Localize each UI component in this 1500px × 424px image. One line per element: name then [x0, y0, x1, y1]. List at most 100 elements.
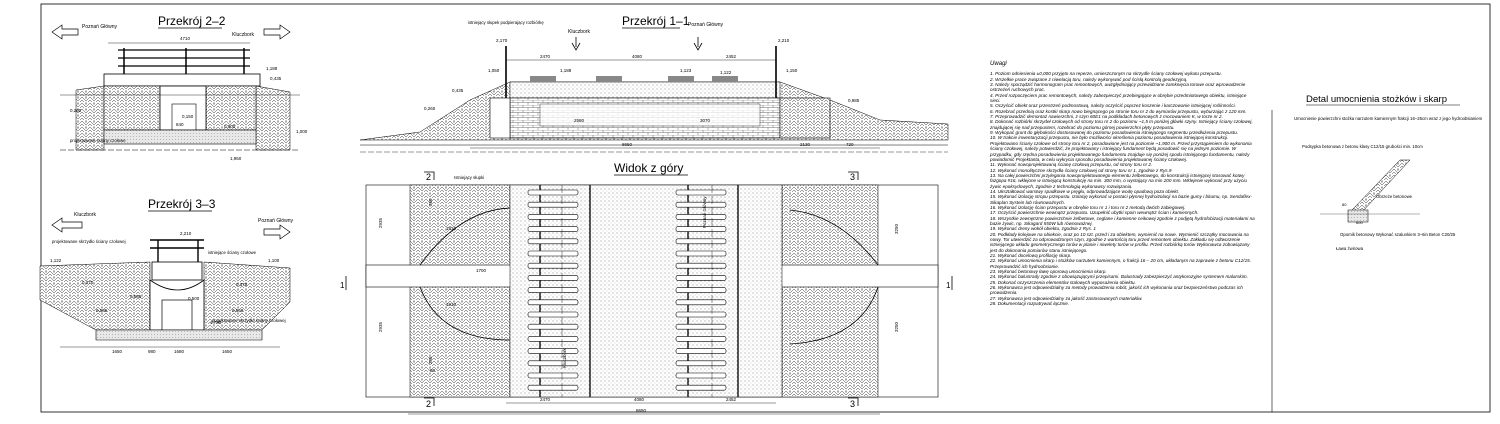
svg-text:0,585: 0,585: [96, 308, 108, 313]
detail-title: Detal umocnienia stożków i skarp: [1306, 94, 1447, 105]
note-item: 14. Ukształtować warstwy spadkowe w pręg…: [990, 188, 1180, 194]
svg-text:2935: 2935: [378, 217, 383, 228]
sleeper: [527, 287, 579, 293]
svg-text:1,188: 1,188: [560, 68, 572, 73]
svg-text:0,435: 0,435: [270, 76, 282, 81]
sleeper: [675, 287, 727, 293]
note-item: 9. Wykopać grunt do głębokości dostosowa…: [990, 130, 1239, 136]
svg-text:1,950: 1,950: [230, 156, 242, 161]
notes-heading: Uwagi: [990, 61, 1007, 67]
section-2-2: Przekrój 2–2 Poznań Główny Kluczbork 471…: [51, 14, 308, 161]
note-item: 27. Wykonawca jest odpowiedzialny za jak…: [990, 295, 1143, 301]
sleeper: [675, 348, 727, 354]
sleeper: [675, 360, 727, 367]
svg-text:3250: 3250: [894, 321, 899, 332]
svg-text:1,100: 1,100: [268, 258, 280, 263]
note-item: 4. Przed rozpoczęciem prac remontowych, …: [990, 92, 1247, 104]
note-item: 11. Wykonać nowoprojektowaną ścianę czoł…: [990, 162, 1153, 168]
sleeper: [675, 275, 727, 281]
svg-text:0,435: 0,435: [452, 88, 464, 93]
s22-right-label: Kluczbork: [232, 32, 254, 38]
section-3-3-title: Przekrój 3–3: [148, 197, 216, 211]
sleeper: [675, 189, 727, 196]
svg-text:720: 720: [846, 142, 854, 147]
svg-text:2470: 2470: [540, 397, 551, 402]
note-item: 28. Dokumentacji rozpatrywać łącznie.: [990, 301, 1070, 307]
svg-text:0,260: 0,260: [70, 108, 82, 113]
s22-note: projektowane ściany czołowe: [70, 138, 126, 143]
direction-arrow-down-icon: [571, 37, 581, 51]
note-item: 3. Należy sporządzić harmonogram prac re…: [990, 82, 1246, 93]
svg-text:0,985: 0,985: [848, 98, 860, 103]
svg-text:1,050: 1,050: [488, 68, 500, 73]
svg-text:2,170: 2,170: [496, 38, 508, 43]
svg-text:3: 3: [850, 399, 855, 409]
svg-text:2,210: 2,210: [778, 38, 790, 43]
svg-text:1650: 1650: [222, 349, 233, 354]
sleeper: [527, 384, 579, 391]
svg-text:980: 980: [148, 349, 156, 354]
svg-text:1650: 1650: [112, 349, 123, 354]
sleeper: [527, 311, 579, 318]
section-1-1-title: Przekrój 1–1: [622, 14, 690, 28]
svg-text:2470: 2470: [540, 54, 551, 59]
sleeper: [527, 348, 579, 354]
sleeper: [675, 226, 727, 232]
svg-text:0,900: 0,900: [224, 124, 236, 129]
svg-text:840: 840: [176, 122, 184, 127]
sleeper: [527, 189, 579, 196]
note-item: 8. Dokonać rozbiórki skrzydeł czołowych …: [990, 119, 1253, 130]
svg-text:1: 1: [340, 281, 345, 290]
sleeper: [675, 384, 727, 391]
svg-text:4080: 4080: [632, 54, 643, 59]
sleepers: [530, 76, 738, 82]
svg-text:istniejące ściany czołowe: istniejące ściany czołowe: [208, 250, 257, 255]
svg-text:4080: 4080: [634, 397, 645, 402]
svg-text:1,123: 1,123: [680, 68, 692, 73]
svg-text:Obrzeże betonowe: Obrzeże betonowe: [1376, 194, 1413, 199]
section-2-2-title: Przekrój 2–2: [158, 14, 226, 28]
svg-text:Opornik betonowy Wykonać szalu: Opornik betonowy Wykonać szalunkiem 3–6i…: [1340, 232, 1456, 237]
svg-text:360: 360: [428, 198, 433, 206]
sleeper: [675, 336, 727, 342]
sleeper: [675, 299, 727, 306]
sleeper: [527, 336, 579, 342]
note-item: 19. Wykonać dreny wokół obiektu, zgodnie…: [990, 226, 1096, 232]
direction-arrow-right-icon: [263, 24, 291, 40]
note-item: 5. Oczyścić obiekt oraz przestrzeń podmo…: [990, 103, 1236, 109]
svg-text:2,210: 2,210: [180, 231, 192, 236]
note-item: 22. Wykonać umocnienia skarp i stożków n…: [990, 258, 1252, 269]
svg-text:1,122: 1,122: [50, 258, 62, 263]
sleeper: [527, 299, 579, 306]
note-item: 17. Oczyścić powierzchnie wewnątrz przep…: [990, 210, 1199, 216]
note-item: 1. Poziom odniesienia ±0,000 przyjęto na…: [990, 71, 1222, 77]
note-item: 25. Dokonać oczyszczenia elementów stalo…: [990, 279, 1136, 285]
svg-text:1,150: 1,150: [786, 68, 798, 73]
svg-text:Kluczbork: Kluczbork: [562, 347, 567, 368]
s22-left-label: Poznań Główny: [82, 24, 118, 30]
svg-text:Kluczbork: Kluczbork: [74, 212, 96, 218]
sleeper: [675, 238, 727, 245]
svg-text:0,650: 0,650: [232, 308, 244, 313]
note-item: 12. Wykonać monolityczne skrzydła ściany…: [990, 167, 1172, 173]
svg-text:Ława żwirowa: Ława żwirowa: [1336, 246, 1364, 251]
sleeper: [527, 323, 579, 330]
note-item: 24. Wykonać balustrady zgodnie z obowiąz…: [990, 274, 1248, 280]
sleeper: [675, 311, 727, 318]
sleeper: [527, 250, 579, 257]
sleeper: [527, 201, 579, 208]
svg-text:projektowane skrzydło ściany c: projektowane skrzydło ściany czołowej: [52, 239, 126, 244]
svg-text:Poznań Główny: Poznań Główny: [258, 218, 294, 224]
svg-text:600: 600: [1356, 220, 1363, 225]
sleeper: [527, 262, 579, 269]
s22-dim-width: 4710: [180, 36, 191, 41]
svg-text:Poznań Główny: Poznań Główny: [688, 22, 724, 28]
top-sleepers: [527, 189, 727, 391]
note-item: 21. Wykonać docelową profilację skarp.: [990, 253, 1072, 259]
notes-list: 1. Poziom odniesienia ±0,000 przyjęto na…: [990, 71, 1255, 306]
note-item: 18. Wszystkie zewnętrzne powierzchnie że…: [990, 215, 1255, 226]
svg-text:80: 80: [430, 368, 436, 373]
svg-text:0,370: 0,370: [82, 280, 94, 285]
sleeper: [527, 226, 579, 232]
svg-text:2: 2: [426, 399, 431, 409]
